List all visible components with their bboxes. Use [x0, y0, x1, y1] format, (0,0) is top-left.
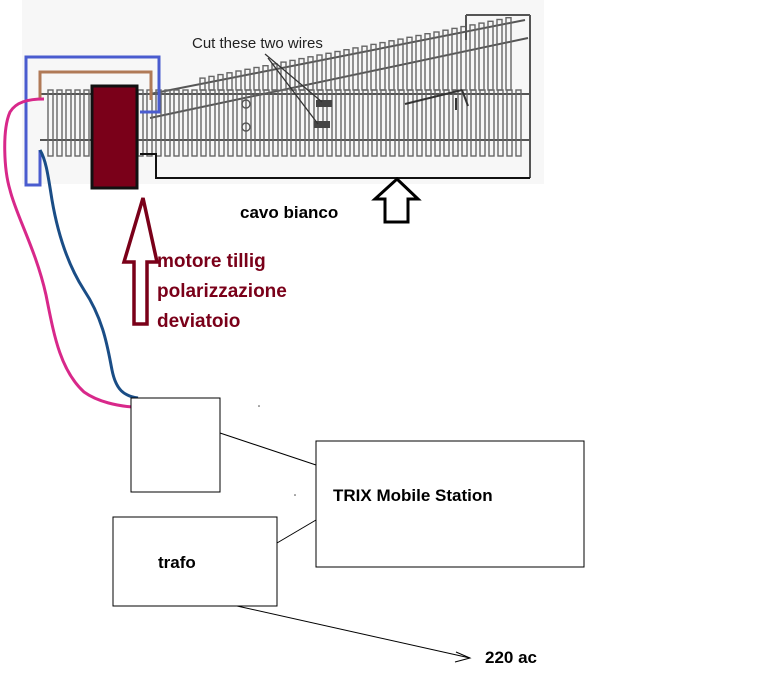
track-tie [226, 72, 233, 91]
track-tie [191, 89, 198, 157]
track-tie [505, 17, 512, 91]
track-tie [451, 27, 458, 91]
cavo-bianco-label: cavo bianco [240, 203, 338, 222]
cut-wires-label: Cut these two wires [192, 35, 323, 52]
track-tie [415, 34, 422, 91]
track-tie [271, 63, 278, 91]
track-tie [325, 52, 332, 91]
track-tie [361, 45, 368, 91]
track-tie [262, 64, 269, 91]
frog-rail-b [461, 89, 469, 107]
motore-label-line2: polarizzazione [157, 281, 287, 302]
cavo-bianco-pointer-icon [371, 176, 422, 224]
track-tie [235, 70, 242, 91]
navy-wire [38, 149, 139, 400]
line-box-to-station [219, 432, 317, 466]
track-tie [56, 89, 63, 157]
track-tie [244, 68, 251, 91]
track-tie [343, 49, 350, 91]
magenta-wire [3, 97, 134, 409]
track-tie [406, 36, 413, 91]
track-tie [352, 47, 359, 91]
tillig-motor [90, 84, 139, 190]
track-tie [334, 50, 341, 91]
track-tie [442, 29, 449, 91]
track-tie [307, 56, 314, 91]
track-tie [478, 22, 485, 91]
black-wire-under-track [140, 153, 530, 179]
connection-box [130, 397, 221, 493]
track-tie [217, 73, 224, 91]
track-tie [298, 57, 305, 91]
track-tie [388, 40, 395, 91]
track-tie [164, 89, 171, 157]
track-tie [460, 25, 467, 91]
diverging-rail-outer [149, 19, 526, 95]
track-tie [379, 41, 386, 91]
trix-mobile-station-label: TRIX Mobile Station [333, 486, 493, 505]
arrow-220-icon [454, 651, 472, 663]
track-tie [182, 89, 189, 157]
motore-label-line1: motore tillig [157, 251, 266, 272]
track-tie [83, 89, 90, 157]
motore-label-line3: deviatoio [157, 311, 240, 332]
cut-point-lower [314, 121, 330, 128]
trix-mobile-station-box [315, 440, 585, 568]
frog-rail-a [404, 89, 463, 105]
track-tie [487, 20, 494, 91]
cut-pointer-lower [267, 57, 319, 125]
blue-wire [24, 55, 161, 187]
screw-lower [241, 122, 251, 132]
brown-wire [38, 70, 153, 100]
stray-dot-b [294, 494, 296, 496]
track-tie [424, 33, 431, 91]
track-tie [74, 89, 81, 157]
track-tie [397, 38, 404, 91]
track-tie [173, 89, 180, 157]
trafo-box [112, 516, 278, 607]
line-trafo-to-station [276, 519, 317, 544]
track-tie [433, 31, 440, 91]
cut-pointer-upper [264, 53, 323, 103]
line-trafo-to-220 [236, 605, 471, 659]
motor-pointer-icon [121, 197, 160, 326]
screw-upper [241, 99, 251, 109]
track-tie [199, 77, 206, 91]
power-220-label: 220 ac [485, 648, 537, 667]
cut-point-upper [316, 100, 332, 107]
track-tie [515, 89, 522, 157]
track-tie [208, 75, 215, 91]
diverging-ties [199, 17, 512, 91]
track-tie [253, 66, 260, 91]
track-tie [316, 54, 323, 91]
track-tie [65, 89, 72, 157]
track-tie [496, 18, 503, 91]
diverging-rail-inner [149, 37, 529, 119]
track-tie [469, 24, 476, 91]
track-tie [370, 43, 377, 91]
stray-dot-a [258, 405, 260, 407]
trafo-label: trafo [158, 553, 196, 572]
track-tie [47, 89, 54, 157]
